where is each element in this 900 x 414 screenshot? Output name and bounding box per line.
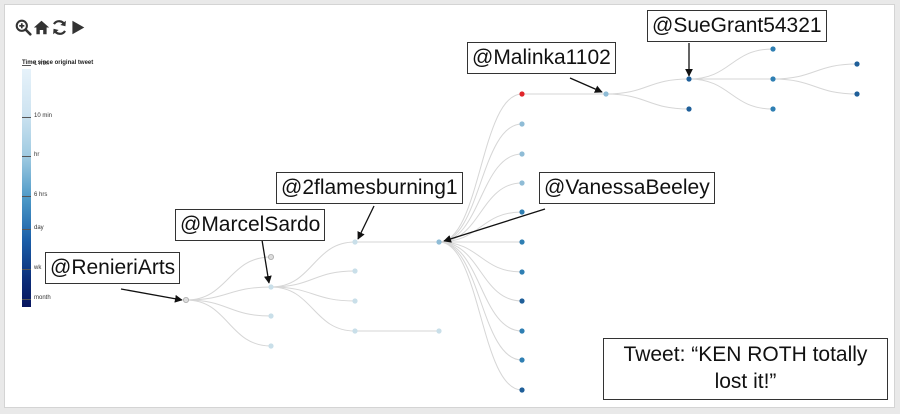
tree-node[interactable] xyxy=(268,284,274,290)
legend-tick-label: 6 hrs xyxy=(34,192,48,198)
tree-node[interactable] xyxy=(182,296,189,303)
tree-edge xyxy=(270,286,356,302)
tree-edge xyxy=(185,256,272,301)
legend-tick-mark xyxy=(22,269,31,270)
refresh-icon[interactable] xyxy=(51,19,68,36)
tree-node[interactable] xyxy=(854,61,860,67)
tree-node[interactable] xyxy=(436,328,442,334)
tree-edge xyxy=(438,241,523,273)
tweet-caption: Tweet: “KEN ROTH totally lost it!” xyxy=(603,338,888,400)
callout-vanessabeeley: @VanessaBeeley xyxy=(539,172,715,204)
tree-node[interactable] xyxy=(519,151,525,157)
callout-arrows xyxy=(120,43,693,303)
tree-edges xyxy=(185,48,858,391)
legend-tick-mark xyxy=(22,117,31,118)
callout-arrow xyxy=(569,77,603,93)
tree-node[interactable] xyxy=(519,91,525,97)
tree-node[interactable] xyxy=(519,328,525,334)
tree-edge xyxy=(438,241,523,391)
tree-node[interactable] xyxy=(770,106,776,112)
legend-tick-mark xyxy=(22,299,31,300)
tree-edge xyxy=(438,241,523,361)
tree-edge xyxy=(438,93,523,243)
tree-edge xyxy=(772,63,858,80)
legend-tick-label: 1 min xyxy=(34,61,49,67)
callout-marcelsardo: @MarcelSardo xyxy=(175,209,326,241)
legend-tick-mark xyxy=(22,65,31,66)
tree-node[interactable] xyxy=(352,268,358,274)
tree-node[interactable] xyxy=(519,357,525,363)
tree-edge xyxy=(688,48,774,80)
callout-arrow xyxy=(120,288,183,303)
tree-nodes xyxy=(182,46,860,393)
tree-node[interactable] xyxy=(519,209,525,215)
legend-title: Time since original tweet xyxy=(22,60,94,66)
callout-malinka1102: @Malinka1102 xyxy=(467,42,616,74)
tree-edge xyxy=(270,286,356,332)
legend-tick-label: day xyxy=(34,225,44,231)
tree-node[interactable] xyxy=(436,239,442,245)
toolbar xyxy=(15,19,86,36)
tree-node[interactable] xyxy=(519,298,525,304)
play-icon[interactable] xyxy=(69,19,86,36)
legend-color-bar xyxy=(22,69,31,307)
tree-node[interactable] xyxy=(352,298,358,304)
tree-node[interactable] xyxy=(770,76,776,82)
callout-suegrant54321: @SueGrant54321 xyxy=(647,10,827,42)
callout-arrow xyxy=(443,208,546,243)
tree-node[interactable] xyxy=(519,239,525,245)
legend-tick-mark xyxy=(22,156,31,157)
tree-node[interactable] xyxy=(686,106,692,112)
tree-node[interactable] xyxy=(770,46,776,52)
tree-edge xyxy=(688,78,774,110)
tree-node[interactable] xyxy=(519,387,525,393)
tree-edge xyxy=(185,286,272,301)
tree-edge xyxy=(185,299,272,317)
tree-edge xyxy=(438,241,523,302)
legend-tick-label: wk xyxy=(34,265,42,271)
legend-tick-mark xyxy=(22,229,31,230)
tree-node[interactable] xyxy=(268,313,274,319)
home-icon[interactable] xyxy=(33,19,50,36)
tree-edge xyxy=(605,78,690,95)
tree-node[interactable] xyxy=(352,328,358,334)
callout-arrow xyxy=(261,239,272,284)
tree-edge xyxy=(438,241,523,332)
zoom-in-icon[interactable] xyxy=(15,19,32,36)
legend-tick-mark xyxy=(22,196,31,197)
tree-edge xyxy=(270,241,356,288)
tree-node[interactable] xyxy=(519,121,525,127)
callout-2flamesburning1: @2flamesburning1 xyxy=(276,172,463,204)
callout-renieriarts: @RenieriArts xyxy=(45,252,181,284)
tree-node[interactable] xyxy=(519,269,525,275)
callout-arrow xyxy=(357,205,375,240)
tree-edge xyxy=(438,123,523,243)
tree-edge xyxy=(185,299,272,347)
tree-node[interactable] xyxy=(519,180,525,186)
legend-tick-label: hr xyxy=(34,152,40,158)
tree-node[interactable] xyxy=(854,91,860,97)
tree-edge xyxy=(772,78,858,95)
tree-node[interactable] xyxy=(267,253,274,260)
legend-tick-label: month xyxy=(34,295,51,301)
tree-node[interactable] xyxy=(268,343,274,349)
tree-edge xyxy=(605,93,690,110)
tree-node[interactable] xyxy=(603,91,609,97)
legend-tick-label: 10 min xyxy=(34,113,53,119)
tree-edge xyxy=(270,270,356,288)
tree-node[interactable] xyxy=(686,76,692,82)
tree-node[interactable] xyxy=(352,239,358,245)
